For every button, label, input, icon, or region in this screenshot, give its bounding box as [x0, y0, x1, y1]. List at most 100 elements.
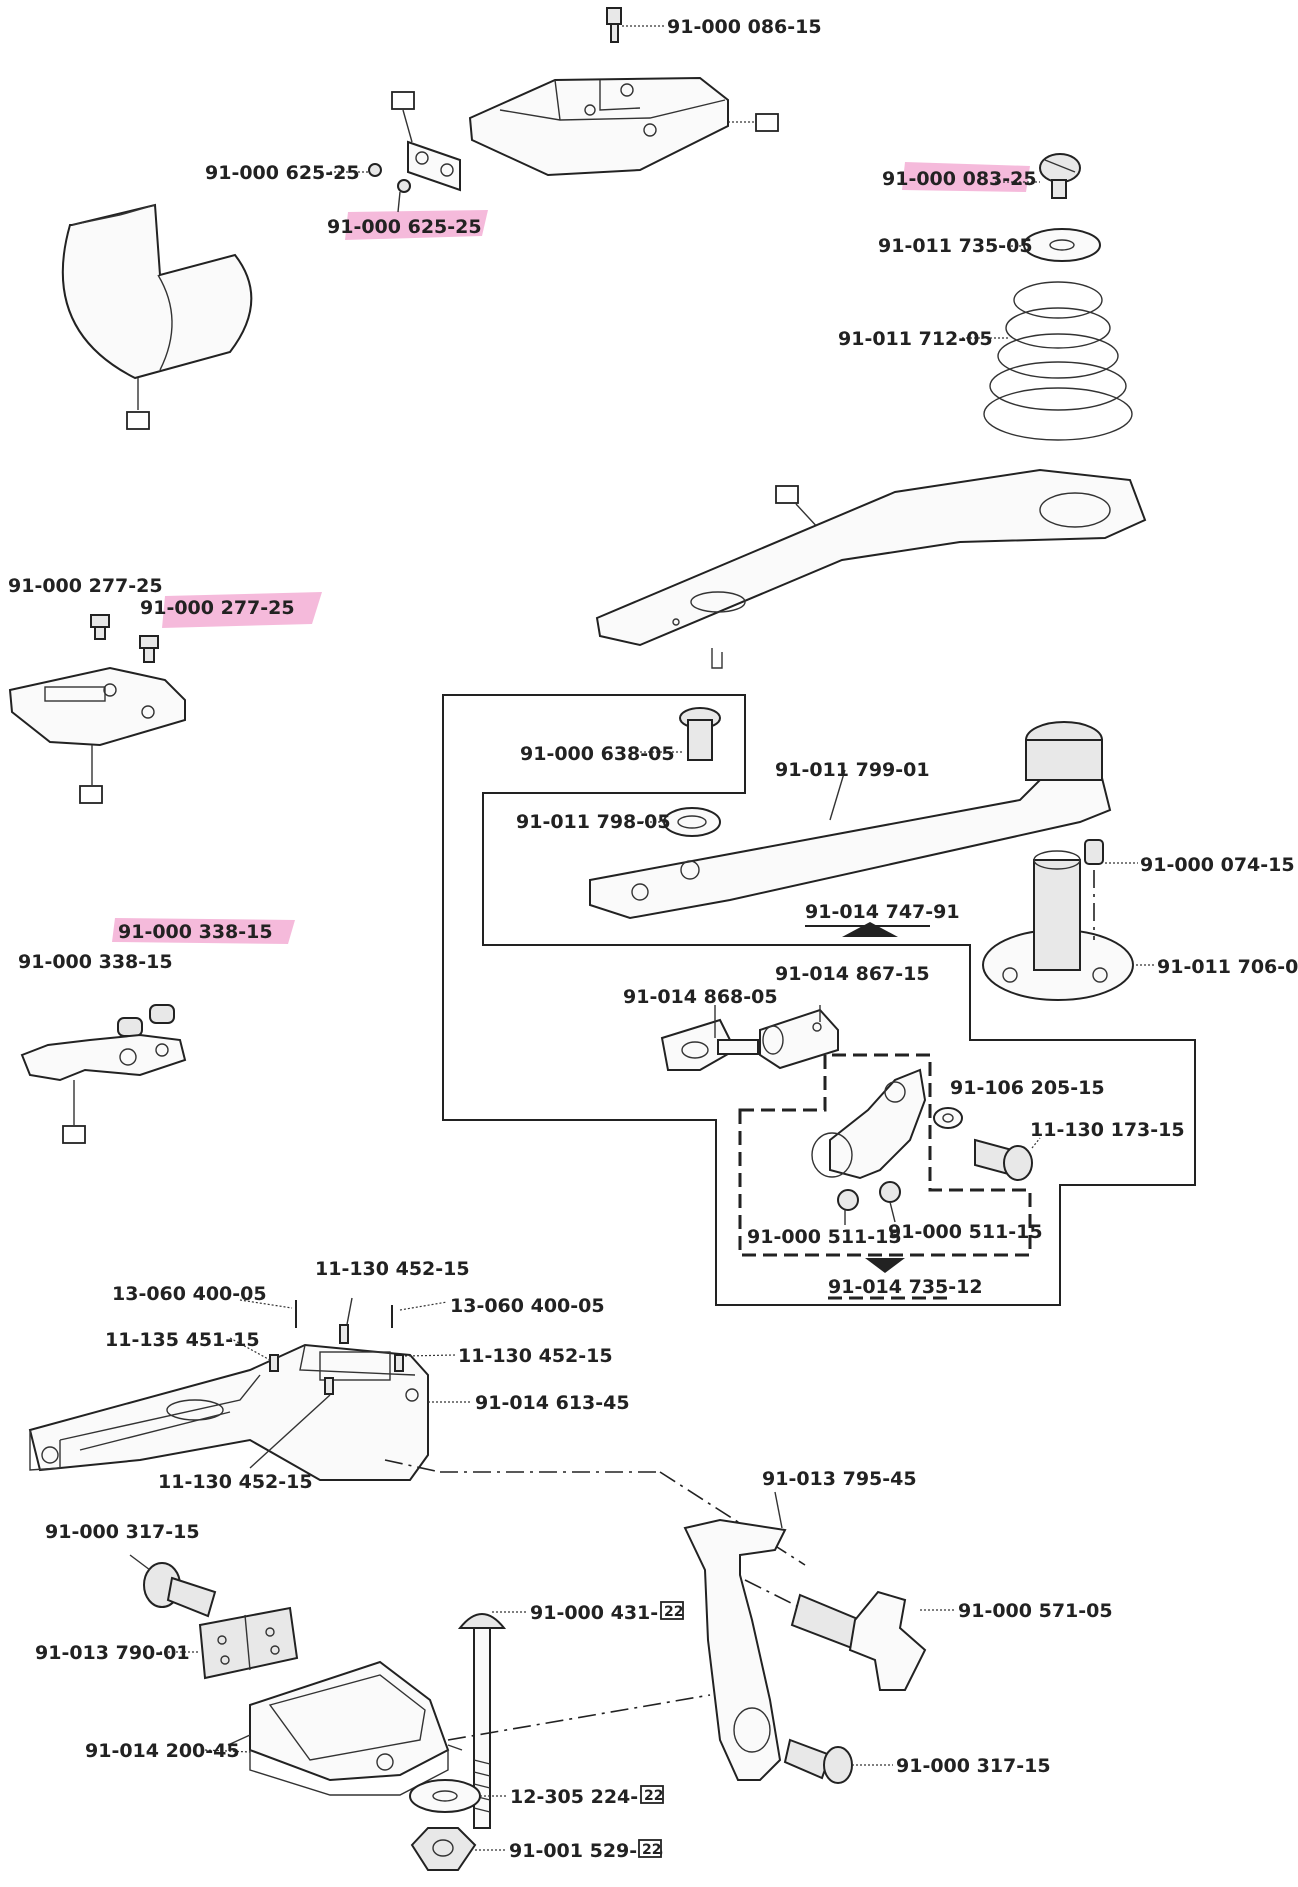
hinge-plate: [198, 1606, 299, 1680]
screw-083: [1039, 153, 1081, 183]
subassembly-outline: [738, 1053, 1032, 1257]
label-part-number: 91-014 613-45: [475, 1392, 630, 1414]
wing-screw-571: [790, 1590, 955, 1691]
blank-part-box: [126, 411, 150, 430]
crank-735: [829, 1068, 927, 1180]
bolt-431-shank: [473, 1627, 491, 1829]
reference-tags: 22 22 22: [638, 1601, 684, 1858]
label-part-number: 91-014 867-15: [775, 963, 930, 985]
label-part-number: 91-106 205-15: [950, 1077, 1105, 1099]
blank-part-box: [775, 485, 799, 504]
nut-529-body: [410, 1827, 477, 1871]
label-part-number: 91-011 799-01: [775, 759, 930, 781]
highlighter-marks: [112, 162, 1030, 944]
label-part-number: 91-000 083-25: [882, 168, 1037, 190]
nut-529: [410, 1827, 506, 1871]
label-part-number: 13-060 400-05: [450, 1295, 605, 1317]
label-part-number: 91-000 074-15: [1140, 854, 1295, 876]
foot-plate: [8, 666, 186, 747]
ref-tag-box: [638, 1839, 662, 1858]
screw-511-b: [879, 1181, 901, 1203]
screw-173-head: [1003, 1145, 1033, 1181]
label-part-number: 13-060 400-05: [112, 1283, 267, 1305]
label-part-number: 91-001 529-15: [509, 1840, 664, 1862]
assembly-747-91: [442, 694, 1196, 1306]
label-part-number: 11-130 173-15: [1030, 1119, 1185, 1141]
label-part-number: 91-000 511-15: [747, 1226, 902, 1248]
presser-foot-b: [20, 1004, 187, 1144]
screw-086: [606, 7, 622, 25]
screw-338-a: [117, 1017, 143, 1037]
screw-317-b-head: [823, 1746, 853, 1784]
part-number-labels: 91-000 086-15 91-000 625-25 91-000 625-2…: [8, 16, 1298, 1862]
label-part-number: 91-000 338-15: [118, 921, 273, 943]
subassembly-marker: [865, 1258, 905, 1273]
screw-317-a: [129, 1554, 217, 1618]
part-868: [660, 1018, 737, 1071]
base-200: [204, 1660, 711, 1796]
screw-086-shank: [610, 23, 619, 43]
screw-625-b: [397, 179, 411, 193]
bolt-431-head: [457, 1613, 507, 1629]
label-part-number: 91-000 317-15: [45, 1521, 200, 1543]
screw-511-a: [837, 1189, 859, 1211]
pivot-post: [1033, 859, 1081, 971]
spring-stack: [962, 153, 1133, 441]
label-part-number: 91-011 706-05: [1157, 956, 1298, 978]
screw-277-b: [139, 635, 159, 649]
label-part-number: 91-000 277-25: [8, 575, 163, 597]
label-part-number: 91-000 277-25: [140, 597, 295, 619]
label-part-number: 91-014 868-05: [623, 986, 778, 1008]
highlight-mark: [112, 918, 295, 944]
highlight-mark: [162, 592, 322, 628]
part-868-pin: [717, 1039, 759, 1055]
lever-body: [683, 1518, 787, 1781]
blank-part-box: [391, 91, 415, 110]
screw-277-a: [90, 614, 110, 628]
screw-338-b: [149, 1004, 175, 1024]
pin-452-c: [324, 1377, 334, 1395]
screw-277-a-shank: [94, 626, 106, 640]
presser-foot-a: [8, 614, 186, 804]
label-part-number: 91-000 625-25: [205, 162, 360, 184]
wing-screw-thread: [790, 1593, 862, 1650]
top-plate-group: [330, 7, 779, 213]
blank-part-box: [62, 1125, 86, 1144]
label-part-number: 12-305 224-15: [510, 1786, 665, 1808]
base-body: [249, 1660, 450, 1782]
label-part-number: 91-014 200-45: [85, 1740, 240, 1762]
label-part-number: 91-000 638-05: [520, 743, 675, 765]
label-part-number: 91-011 798-05: [516, 811, 671, 833]
wing-screw-head: [848, 1590, 927, 1691]
screw-317-b: [783, 1738, 893, 1784]
spring-plate: [595, 468, 1147, 669]
throat-plate-carrier: [468, 76, 729, 177]
ref-tag-box: [660, 1601, 684, 1620]
highlight-mark: [902, 162, 1030, 192]
screw-083-shank: [1051, 179, 1067, 199]
cylinder-cover: [61, 203, 253, 430]
label-part-number: 11-130 452-15: [458, 1345, 613, 1367]
washer-224: [409, 1779, 508, 1813]
label-part-number: 91-000 625-25: [327, 216, 482, 238]
washer-205: [933, 1107, 963, 1129]
label-part-number: 11-130 452-15: [158, 1471, 313, 1493]
ref-tag-text: 22: [664, 1604, 683, 1620]
label-part-number: 91-011 735-05: [878, 235, 1033, 257]
label-part-number: 91-011 712-05: [838, 328, 993, 350]
assembly-outline: [442, 694, 1196, 1306]
screw-074: [1084, 839, 1104, 865]
washer-735-05: [1023, 228, 1101, 262]
arm-799: [589, 769, 1112, 920]
screw-625-a: [368, 163, 382, 177]
bolt-431: [457, 1611, 527, 1829]
ref-tag-text: 22: [644, 1788, 663, 1804]
lever-795: [683, 1491, 806, 1781]
pin-452-b: [394, 1354, 404, 1372]
label-part-number: 91-014 747-91: [805, 901, 960, 923]
label-part-number: 91-000 431-15: [530, 1602, 685, 1624]
highlight-mark: [345, 210, 488, 240]
spring-712: [983, 281, 1133, 441]
